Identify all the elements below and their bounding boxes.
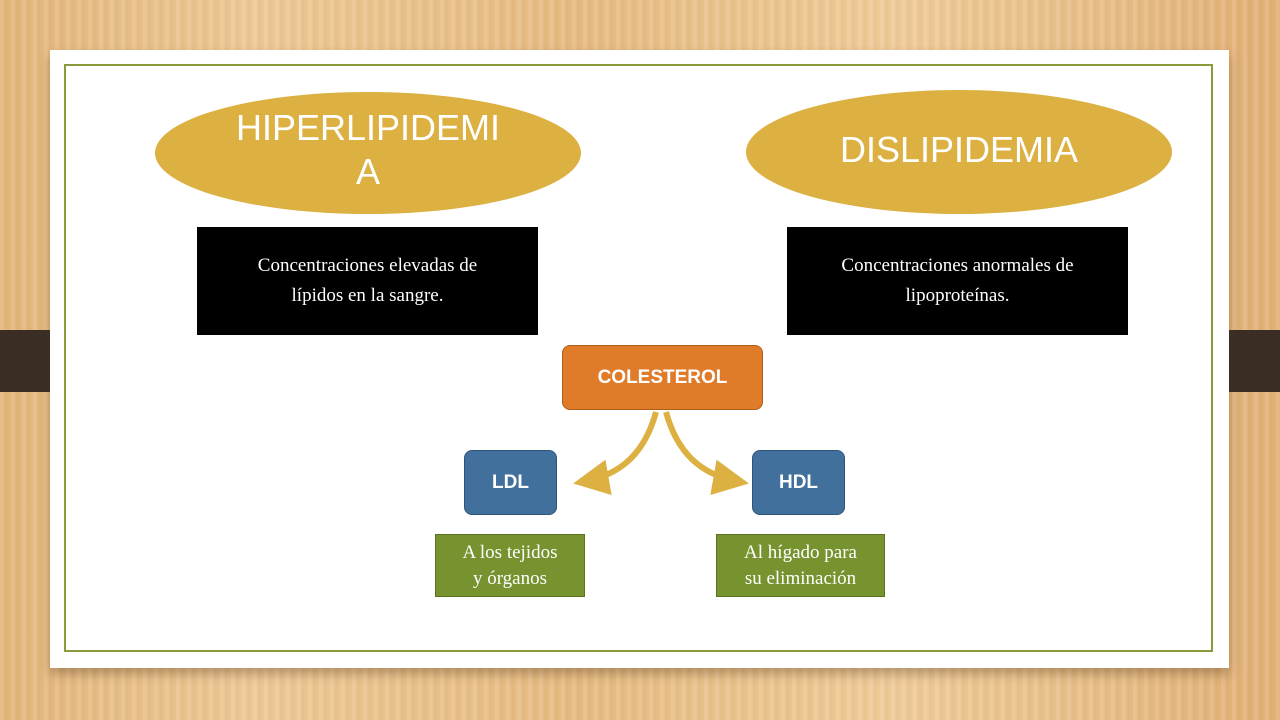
hiperlipidemia-title-line1: HIPERLIPIDEMI — [235, 107, 501, 148]
ldl-note-line1: A los tejidos — [462, 541, 558, 563]
dislipidemia-ellipse: DISLIPIDEMIA — [746, 90, 1172, 214]
dislipidemia-definition-line1: Concentraciones anormales de — [841, 255, 1074, 276]
hiperlipidemia-definition-line1: Concentraciones elevadas de — [257, 255, 478, 276]
arrow-to-hdl — [663, 411, 749, 496]
ldl-note: A los tejidos y órganos — [435, 534, 585, 597]
hdl-node: HDL — [752, 450, 845, 515]
hiperlipidemia-definition-line2: lípidos en la sangre. — [291, 285, 444, 306]
hdl-label: HDL — [778, 471, 819, 493]
hiperlipidemia-title-line2: A — [355, 151, 380, 192]
hiperlipidemia-ellipse: HIPERLIPIDEMI A — [155, 92, 581, 214]
arrow-to-ldl — [573, 411, 659, 496]
ldl-label: LDL — [492, 471, 529, 493]
dislipidemia-definition-line2: lipoproteínas. — [905, 285, 1010, 306]
hiperlipidemia-definition-box: Concentraciones elevadas de lípidos en l… — [197, 227, 538, 335]
dislipidemia-title: DISLIPIDEMIA — [839, 129, 1079, 170]
colesterol-label: COLESTEROL — [597, 366, 728, 388]
ldl-node: LDL — [464, 450, 557, 515]
ldl-note-line2: y órganos — [472, 567, 548, 589]
colesterol-node: COLESTEROL — [562, 345, 763, 410]
slide-frame-border — [64, 64, 1213, 652]
hdl-note-line2: su eliminación — [744, 567, 857, 589]
hdl-note-line1: Al hígado para — [744, 541, 857, 563]
dislipidemia-definition-box: Concentraciones anormales de lipoproteín… — [787, 227, 1128, 335]
hdl-note: Al hígado para su eliminación — [716, 534, 885, 597]
